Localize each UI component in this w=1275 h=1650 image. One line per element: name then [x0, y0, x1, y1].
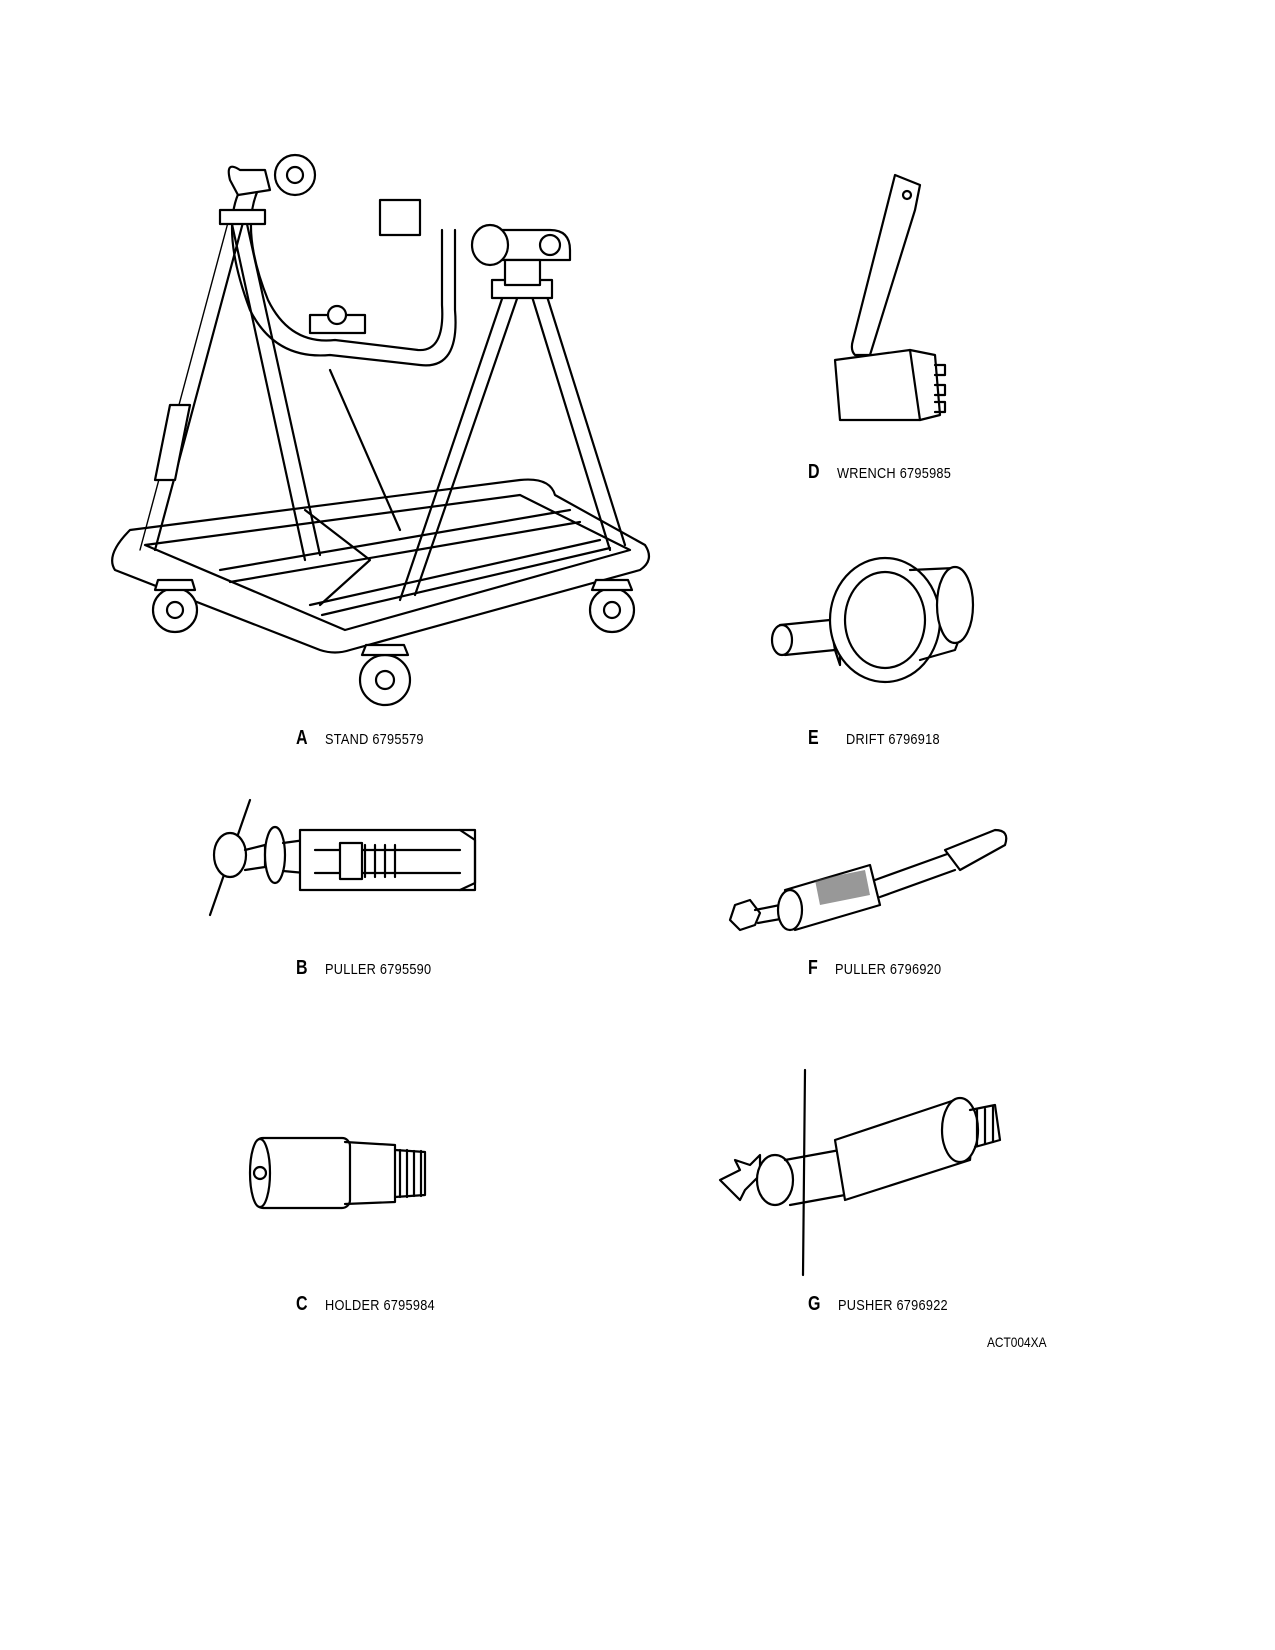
caption-name: WRENCH 6795985	[836, 465, 951, 482]
figure-caption-d: D WRENCH 6795985	[808, 461, 971, 484]
puller-f-illustration	[720, 825, 1010, 935]
caption-letter: E	[808, 727, 819, 749]
figure-caption-f: F PULLER 6796920	[808, 957, 960, 980]
caption-name: PULLER 6795590	[324, 961, 432, 978]
caption-letter: A	[296, 727, 308, 749]
drift-illustration	[760, 550, 985, 690]
figure-caption-b: B PULLER 6795590	[296, 957, 450, 980]
caption-name: PUSHER 6796922	[837, 1297, 948, 1314]
figure-caption-c: C HOLDER 6795984	[296, 1293, 454, 1316]
caption-letter: F	[808, 957, 819, 979]
caption-name: HOLDER 6795984	[324, 1297, 435, 1314]
caption-letter: D	[808, 461, 820, 483]
caption-letter: B	[296, 957, 308, 979]
holder-illustration	[245, 1130, 435, 1215]
figure-caption-a: A STAND 6795579	[296, 727, 441, 750]
pusher-illustration	[715, 1065, 1010, 1280]
figure-caption-e: E DRIFT 6796918	[808, 727, 956, 750]
caption-name: PULLER 6796920	[834, 961, 941, 978]
stand-illustration	[100, 150, 660, 730]
caption-name: STAND 6795579	[324, 731, 424, 748]
caption-letter: G	[808, 1293, 821, 1315]
caption-name: DRIFT 6796918	[845, 731, 940, 748]
caption-letter: C	[296, 1293, 308, 1315]
wrench-illustration	[825, 170, 955, 430]
drawing-id: ACT004XA	[987, 1334, 1047, 1350]
figure-caption-g: G PUSHER 6796922	[808, 1293, 967, 1316]
puller-b-illustration	[205, 795, 490, 925]
